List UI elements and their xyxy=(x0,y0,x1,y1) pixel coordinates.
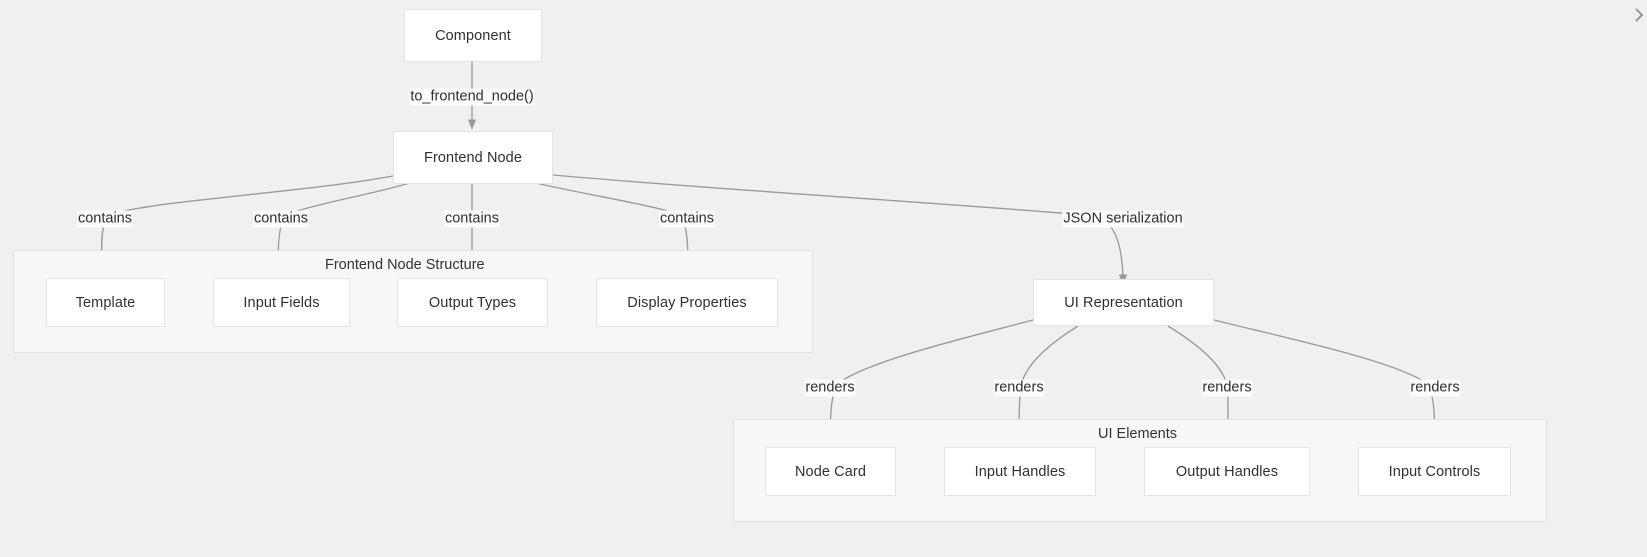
node-output-handles-label: Output Handles xyxy=(1175,463,1279,480)
node-output-types[interactable]: Output Types xyxy=(397,278,548,327)
cluster-frontend-node-structure-label: Frontend Node Structure xyxy=(325,257,485,273)
edge-label-contains-input-fields: contains xyxy=(252,210,310,228)
node-input-fields[interactable]: Input Fields xyxy=(213,278,350,327)
node-output-types-label: Output Types xyxy=(428,294,517,311)
node-frontend-node-label: Frontend Node xyxy=(423,149,523,166)
edge-label-renders-node-card: renders xyxy=(804,379,856,397)
edge-ui-representation-to-node-card xyxy=(825,319,1034,454)
chevron-right-icon[interactable] xyxy=(1629,4,1647,26)
edge-label-contains-template: contains xyxy=(76,210,134,228)
node-display-properties[interactable]: Display Properties xyxy=(596,278,778,327)
node-output-handles[interactable]: Output Handles xyxy=(1144,447,1310,496)
edge-label-renders-input-handles: renders xyxy=(993,379,1045,397)
node-template-label: Template xyxy=(75,294,136,311)
node-input-handles[interactable]: Input Handles xyxy=(944,447,1096,496)
edge-label-renders-input-controls: renders xyxy=(1409,379,1461,397)
edge-label-json-serialization: JSON serialization xyxy=(1062,210,1184,228)
node-input-fields-label: Input Fields xyxy=(243,294,320,311)
node-node-card[interactable]: Node Card xyxy=(765,447,896,496)
edge-ui-representation-to-input-controls xyxy=(1213,319,1440,454)
node-frontend-node[interactable]: Frontend Node xyxy=(393,131,553,184)
node-ui-representation-label: UI Representation xyxy=(1064,294,1183,311)
node-component[interactable]: Component xyxy=(404,9,542,62)
node-input-handles-label: Input Handles xyxy=(974,463,1066,480)
node-input-controls-label: Input Controls xyxy=(1388,463,1481,480)
edge-frontend-node-to-template xyxy=(98,175,394,286)
node-ui-representation[interactable]: UI Representation xyxy=(1033,279,1214,326)
node-component-label: Component xyxy=(435,27,511,44)
cluster-ui-elements-label: UI Elements xyxy=(1098,426,1177,442)
node-node-card-label: Node Card xyxy=(794,463,867,480)
edge-label-contains-display-properties: contains xyxy=(658,210,716,228)
edge-label-to-frontend-node: to_frontend_node() xyxy=(409,88,535,106)
node-display-properties-label: Display Properties xyxy=(627,294,747,311)
edge-label-renders-output-handles: renders xyxy=(1201,379,1253,397)
edge-label-contains-output-types: contains xyxy=(443,210,501,228)
edge-frontend-node-to-ui-representation xyxy=(552,174,1128,285)
node-input-controls[interactable]: Input Controls xyxy=(1358,447,1511,496)
node-template[interactable]: Template xyxy=(46,278,165,327)
